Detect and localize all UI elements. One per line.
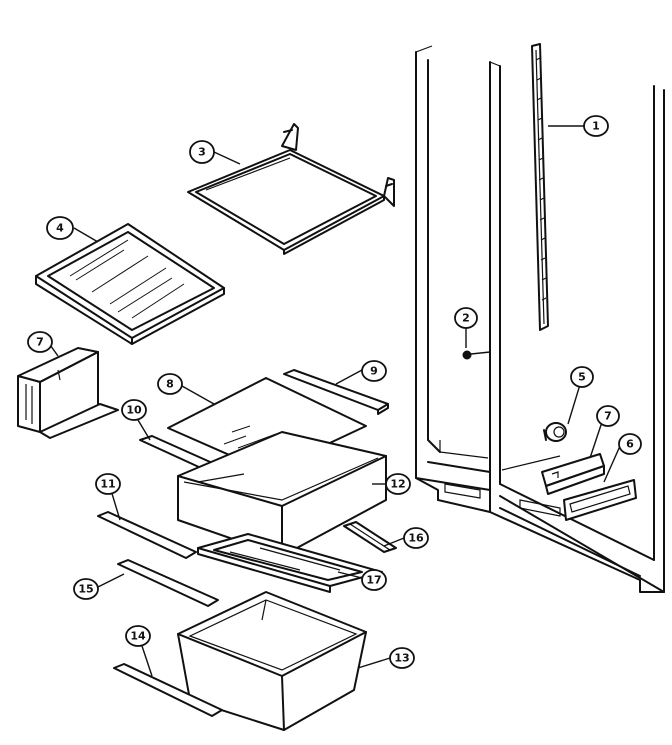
callout-16: 16: [403, 527, 429, 549]
screw-part-2: [462, 350, 491, 360]
callout-17-label: 17: [366, 574, 381, 587]
callout-9: 9: [361, 360, 387, 382]
callout-2-label: 2: [462, 312, 470, 325]
callout-9-label: 9: [370, 365, 378, 378]
callout-1: 1: [583, 115, 609, 137]
callout-14: 14: [125, 625, 151, 647]
callout-8: 8: [157, 373, 183, 395]
crisper-frame-part-17: [197, 533, 383, 593]
callout-11: 11: [95, 473, 121, 495]
callout-7-cabinet: 7: [596, 405, 620, 427]
callout-6: 6: [618, 433, 642, 455]
callout-10: 10: [121, 399, 147, 421]
callout-11-label: 11: [100, 478, 115, 491]
callout-7-cabinet-label: 7: [604, 410, 612, 423]
callout-13-label: 13: [394, 652, 409, 665]
callout-10-label: 10: [126, 404, 142, 417]
callout-12: 12: [385, 473, 411, 495]
cabinet-liner: [415, 45, 665, 593]
callout-7-left-label: 7: [36, 336, 44, 349]
callout-15: 15: [73, 578, 99, 600]
callout-5-label: 5: [578, 371, 586, 384]
support-bracket-part-7-left: [17, 347, 119, 439]
light-housing-part-7-cabinet: [541, 453, 605, 495]
callout-8-label: 8: [166, 378, 174, 391]
callout-3: 3: [189, 140, 215, 164]
callout-4: 4: [46, 216, 74, 240]
slide-rail-part-14: [113, 663, 223, 717]
slide-rail-part-15: [117, 559, 219, 607]
control-knob-part-5: [543, 422, 567, 442]
callout-15-label: 15: [78, 583, 93, 596]
callout-7-left: 7: [27, 331, 53, 353]
callout-5: 5: [570, 366, 594, 388]
callout-6-label: 6: [626, 438, 634, 451]
slide-rail-part-16: [343, 521, 397, 553]
callout-3-label: 3: [198, 146, 206, 159]
shelf-track-part-1: [531, 43, 549, 331]
callout-1-label: 1: [592, 120, 600, 133]
crisper-pan-upper-part-12: [177, 431, 387, 557]
wire-shelf-part-3: [187, 123, 395, 255]
slide-rail-part-11: [97, 511, 197, 559]
callout-2: 2: [454, 307, 478, 329]
callout-16-label: 16: [408, 532, 424, 545]
callout-17: 17: [361, 569, 387, 591]
callout-14-label: 14: [130, 630, 146, 643]
glass-shelf-part-4: [35, 223, 225, 345]
callout-12-label: 12: [390, 478, 405, 491]
callout-13: 13: [389, 647, 415, 669]
crisper-pan-lower-part-13: [177, 591, 367, 731]
cover-support-part-9: [283, 369, 389, 415]
thermostat-cover-part-6: [563, 479, 637, 521]
callout-4-label: 4: [56, 222, 64, 235]
